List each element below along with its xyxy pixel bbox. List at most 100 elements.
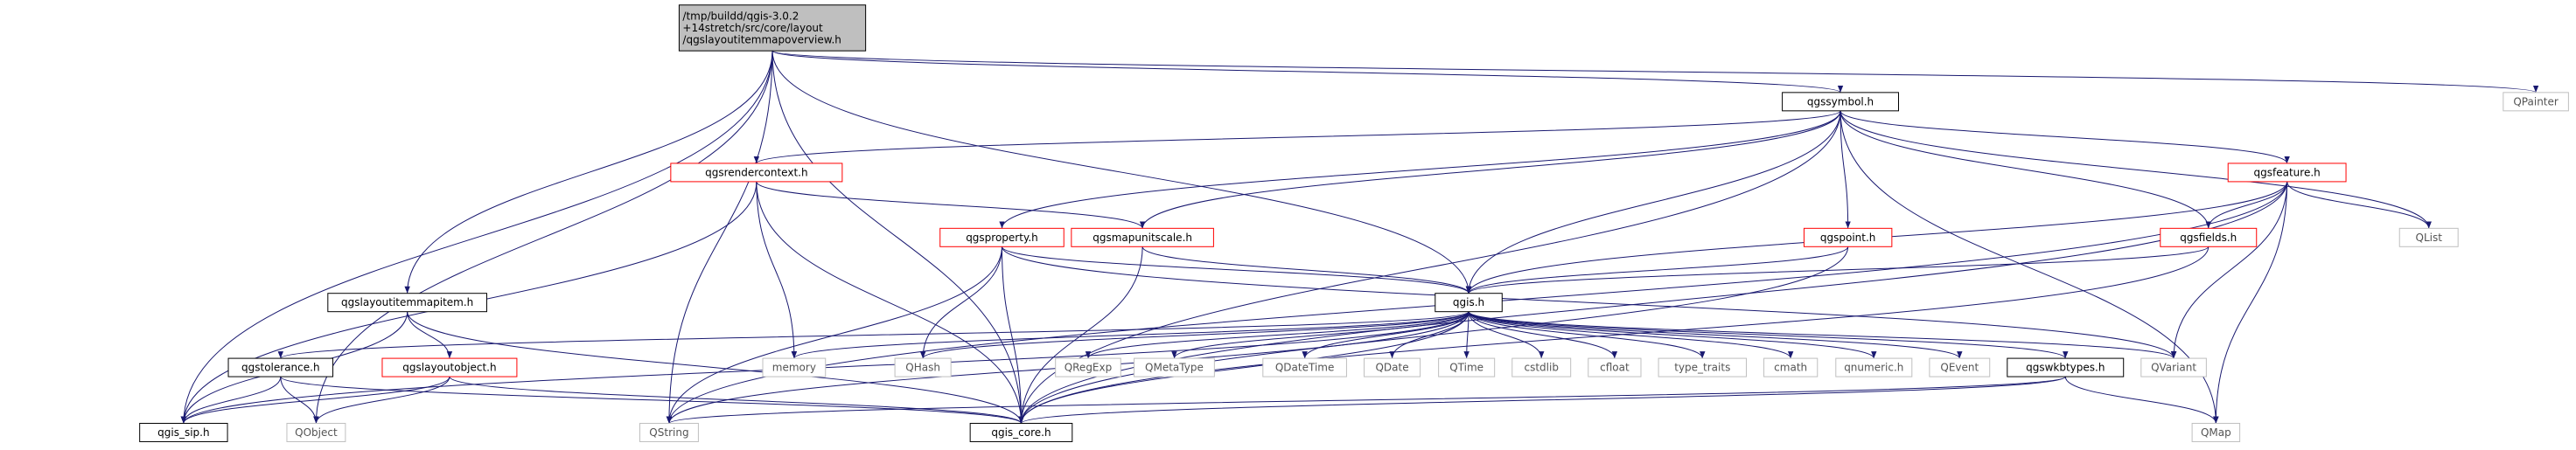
edge-qgsproperty-to-qstring [666, 246, 1002, 424]
node-qmetatype-label-0: QMetaType [1145, 362, 1204, 374]
node-qgswkbtypes[interactable]: qgswkbtypes.h [2007, 357, 2125, 377]
node-root[interactable]: /tmp/buildd/qgis-3.0.2+14stretch/src/cor… [678, 4, 867, 52]
node-cfloat[interactable]: cfloat [1588, 357, 1642, 377]
edge-qgsrendercontext-to-qgis_core [756, 181, 1024, 424]
node-qdatetime-box [1262, 357, 1347, 377]
node-qgsfeature[interactable]: qgsfeature.h [2227, 163, 2347, 183]
node-qgsfields[interactable]: qgsfields.h [2160, 227, 2258, 247]
node-qgis_sip[interactable]: qgis_sip.h [139, 422, 228, 442]
node-qobject-label-0: QObject [295, 426, 338, 439]
node-qgis_core[interactable]: qgis_core.h [969, 422, 1073, 442]
node-qhash-label-0: QHash [905, 362, 940, 374]
edge-qgsrendercontext-to-memory [756, 181, 798, 359]
node-qpainter[interactable]: QPainter [2503, 92, 2569, 112]
node-qstring[interactable]: QString [639, 422, 699, 442]
edge-qgsproperty-to-qvariant [1001, 246, 2177, 359]
node-qgsproperty-label-0: qgsproperty.h [966, 232, 1038, 244]
node-type_traits-box [1658, 357, 1747, 377]
node-qdate[interactable]: QDate [1364, 357, 1421, 377]
node-memory-label-0: memory [772, 362, 816, 374]
node-cmath-label-0: cmath [1774, 362, 1807, 374]
node-qgsproperty[interactable]: qgsproperty.h [939, 227, 1065, 247]
node-qgsmapunitscale-label-0: qgsmapunitscale.h [1093, 232, 1192, 244]
node-qgis_core-box [969, 422, 1073, 442]
node-qgsfeature-label-0: qgsfeature.h [2254, 166, 2321, 178]
node-qmap[interactable]: QMap [2191, 422, 2241, 442]
edge-qgsproperty-to-qgis_core [1001, 246, 1024, 424]
edge-qgis-to-qevent [1468, 311, 1963, 359]
node-qtime[interactable]: QTime [1438, 357, 1496, 377]
node-memory[interactable]: memory [762, 357, 827, 377]
edge-qgssymbol-to-qgis [1465, 110, 1841, 294]
node-qmetatype[interactable]: QMetaType [1134, 357, 1215, 377]
node-qevent[interactable]: QEvent [1929, 357, 1991, 377]
node-qhash-box [894, 357, 952, 377]
node-qgsfeature-box [2227, 163, 2347, 183]
edge-qgis-to-qgswkbtypes [1468, 311, 2069, 359]
node-qgsmapunitscale[interactable]: qgsmapunitscale.h [1071, 227, 1214, 247]
edge-qgis-to-qtime [1463, 311, 1470, 359]
node-cmath[interactable]: cmath [1763, 357, 1819, 377]
node-qgis[interactable]: qgis.h [1435, 293, 1503, 313]
node-qdatetime[interactable]: QDateTime [1262, 357, 1347, 377]
node-qnumeric[interactable]: qnumeric.h [1835, 357, 1913, 377]
node-qgstolerance-box [227, 357, 334, 377]
edge-qgis-to-qgstolerance [278, 311, 1470, 359]
node-qvariant-label-0: QVariant [2151, 362, 2196, 374]
node-cstdlib-box [1511, 357, 1572, 377]
node-qregexp[interactable]: QRegExp [1055, 357, 1121, 377]
node-type_traits-label-0: type_traits [1674, 362, 1730, 374]
node-qgslayoutobject[interactable]: qgslayoutobject.h [381, 357, 518, 377]
edge-qgis-to-type_traits [1468, 311, 1706, 359]
node-qgsrendercontext-label-0: qgsrendercontext.h [705, 166, 807, 178]
node-qevent-box [1929, 357, 1991, 377]
node-qpainter-box [2503, 92, 2569, 112]
edge-qgsfeature-to-qgis_core [1018, 181, 2288, 424]
node-cstdlib[interactable]: cstdlib [1511, 357, 1572, 377]
node-qnumeric-box [1835, 357, 1913, 377]
node-qmap-label-0: QMap [2201, 426, 2231, 439]
edge-root-to-qgis [771, 51, 1472, 294]
edge-qgis-to-qdatetime [1302, 311, 1470, 359]
edge-qgis-to-qregexp [1085, 311, 1470, 359]
edge-qgstolerance-to-qobject [280, 377, 319, 424]
node-qpainter-label-0: QPainter [2513, 95, 2559, 107]
node-qgspoint[interactable]: qgspoint.h [1803, 227, 1893, 247]
node-root-label-1: +14stretch/src/core/layout [682, 22, 823, 34]
edge-qgsfeature-to-qvariant [2170, 181, 2288, 359]
node-qgslayoutobject-label-0: qgslayoutobject.h [402, 362, 496, 374]
node-root-box [678, 4, 867, 52]
edge-qgssymbol-to-qgsfeature [1840, 110, 2290, 164]
edge-qgis-to-memory [791, 311, 1470, 359]
node-qgsmapunitscale-box [1071, 227, 1214, 247]
node-qgstolerance[interactable]: qgstolerance.h [227, 357, 334, 377]
edge-qgsproperty-to-qgis [1001, 246, 1472, 294]
node-qgslayoutobject-box [381, 357, 518, 377]
node-qdate-box [1364, 357, 1421, 377]
node-qgsrendercontext[interactable]: qgsrendercontext.h [670, 163, 843, 183]
edge-qgsrendercontext-to-qgsmapunitscale [756, 181, 1146, 229]
node-qlist-label-0: QList [2416, 232, 2443, 244]
node-qmetatype-box [1134, 357, 1215, 377]
edge-qgsfields-to-qgis [1466, 246, 2209, 294]
node-qvariant[interactable]: QVariant [2140, 357, 2207, 377]
node-qevent-label-0: QEvent [1940, 362, 1979, 374]
edge-qgis-to-qgis_core [1018, 311, 1470, 424]
node-qlist[interactable]: QList [2398, 227, 2459, 247]
node-qgslayoutitemmapitem-box [327, 293, 487, 313]
node-type_traits[interactable]: type_traits [1658, 357, 1747, 377]
node-qgssymbol-label-0: qgssymbol.h [1807, 95, 1874, 107]
edge-qgis-to-qnumeric [1468, 311, 1877, 359]
edge-qgsmapunitscale-to-qgis [1141, 246, 1472, 294]
edge-qgsfeature-to-qlist [2286, 181, 2432, 229]
edge-qgstolerance-to-qgis_core [280, 376, 1024, 424]
edge-qgis-to-cfloat [1468, 311, 1618, 359]
node-cfloat-box [1588, 357, 1642, 377]
node-qgslayoutitemmapitem[interactable]: qgslayoutitemmapitem.h [327, 293, 487, 313]
node-qgssymbol[interactable]: qgssymbol.h [1782, 92, 1900, 112]
edge-qgis-to-qgis_sip [180, 311, 1470, 424]
node-qobject[interactable]: QObject [286, 422, 346, 442]
node-qgsfields-box [2160, 227, 2258, 247]
node-qhash[interactable]: QHash [894, 357, 952, 377]
edge-qgssymbol-to-qlist [1840, 110, 2432, 229]
